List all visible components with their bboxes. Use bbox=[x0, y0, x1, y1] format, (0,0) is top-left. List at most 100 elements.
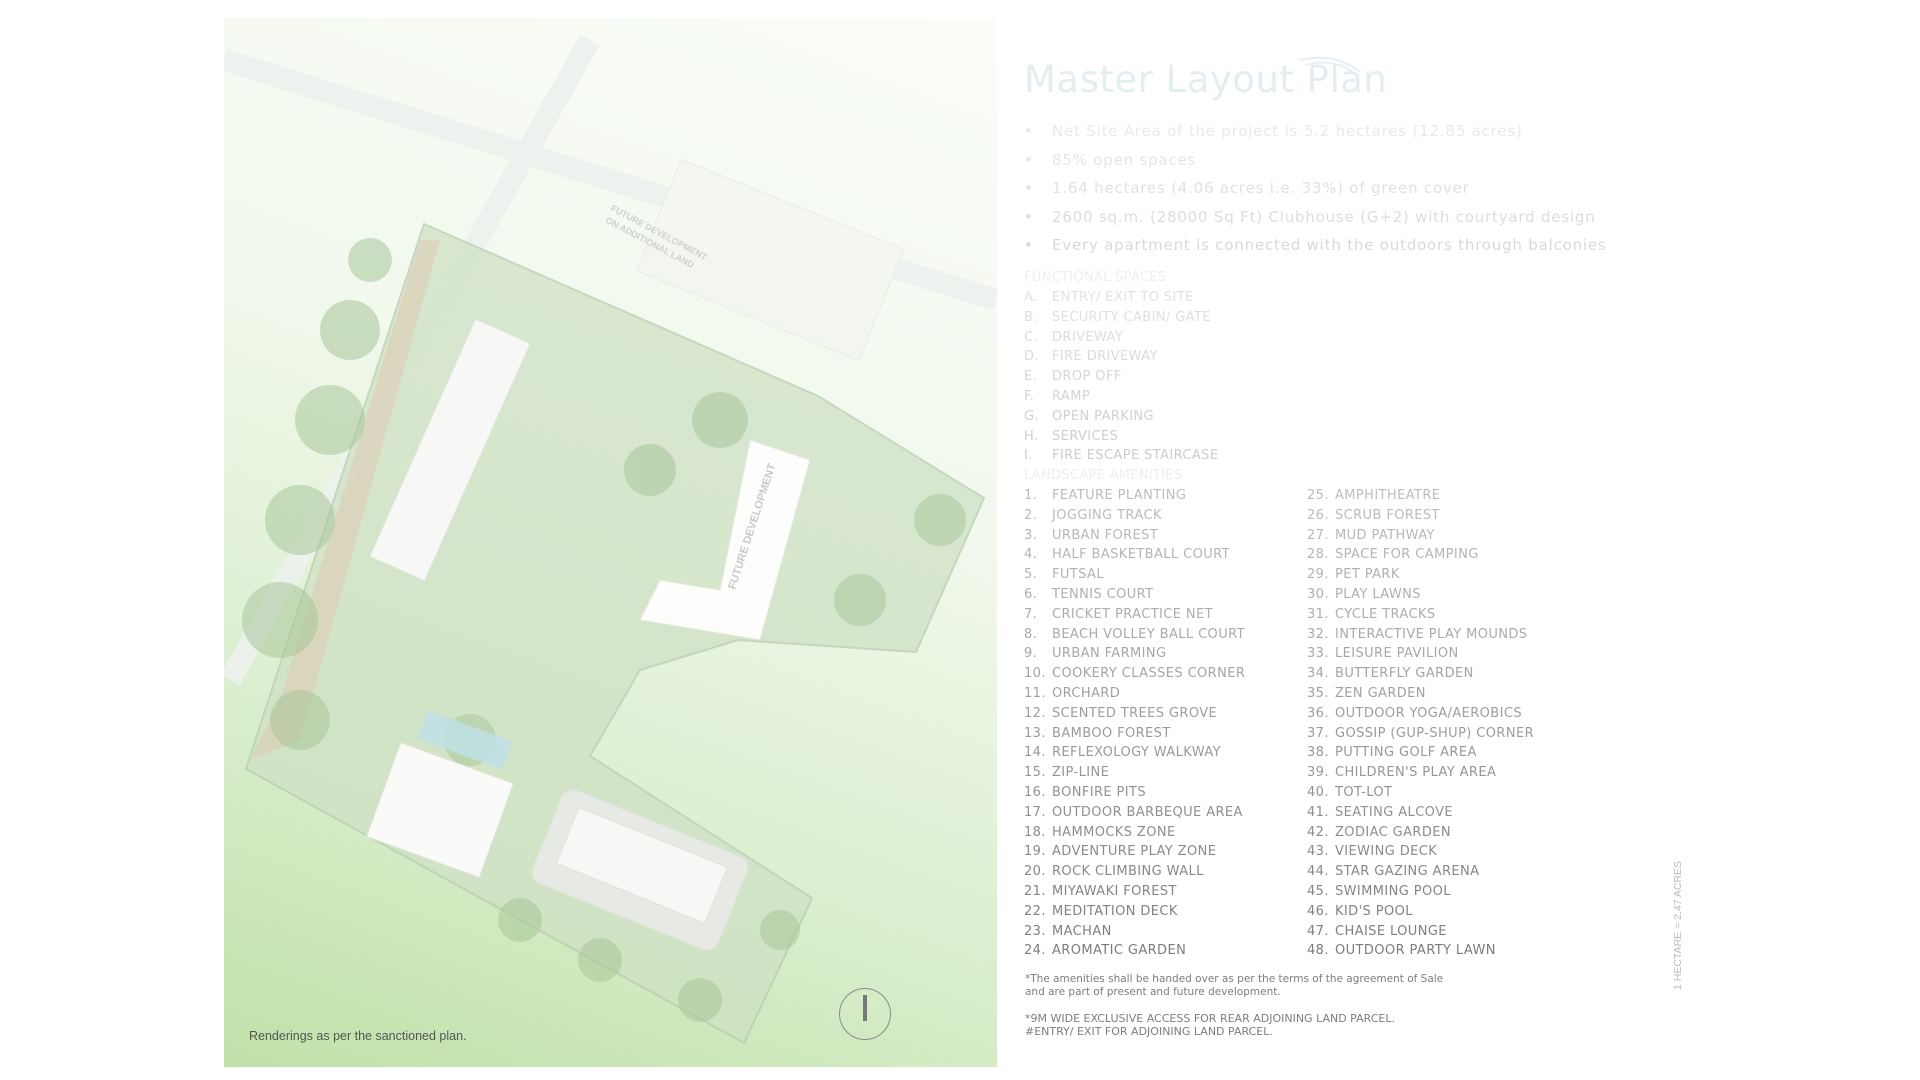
bullet-icon: • bbox=[1024, 207, 1034, 226]
item-code: I. bbox=[1024, 448, 1033, 464]
functional-space-item: I. FIRE ESCAPE STAIRCASE bbox=[1024, 448, 1218, 464]
item-number: 13. bbox=[1024, 725, 1046, 741]
item-label: TOT-LOT bbox=[1335, 785, 1393, 800]
swoosh-icon bbox=[1299, 56, 1361, 77]
item-label: JOGGING TRACK bbox=[1052, 507, 1162, 523]
item-label: INTERACTIVE PLAY MOUNDS bbox=[1335, 626, 1528, 642]
item-number: 6. bbox=[1024, 587, 1038, 602]
functional-spaces-heading: FUNCTIONAL SPACES bbox=[1024, 270, 1167, 285]
access-footnote: *9M WIDE EXCLUSIVE ACCESS FOR REAR ADJOI… bbox=[1025, 1012, 1395, 1038]
item-number: 14. bbox=[1024, 745, 1046, 761]
landscape-amenities-heading: LANDSCAPE AMENITIES bbox=[1024, 468, 1183, 483]
item-code: E. bbox=[1024, 369, 1038, 385]
functional-space-item: G. OPEN PARKING bbox=[1024, 409, 1154, 425]
item-label: BEACH VOLLEY BALL COURT bbox=[1052, 626, 1245, 642]
item-number: 33. bbox=[1307, 646, 1329, 662]
item-number: 36. bbox=[1307, 705, 1329, 721]
item-number: 37. bbox=[1307, 725, 1329, 741]
item-number: 19. bbox=[1024, 844, 1046, 860]
additional-land-plot bbox=[635, 158, 905, 362]
functional-space-item: B.SECURITY CABIN/ GATE bbox=[1024, 310, 1211, 326]
item-number: 7. bbox=[1024, 606, 1038, 622]
highlight-item: • 1.64 hectares (4.06 acres i.e. 33%) of … bbox=[1024, 179, 1470, 197]
residential-towers bbox=[369, 318, 749, 951]
item-label: FUTSAL bbox=[1052, 567, 1104, 583]
item-label: DRIVEWAY bbox=[1052, 329, 1124, 345]
item-number: 48. bbox=[1307, 943, 1329, 959]
item-number: 24. bbox=[1024, 943, 1046, 959]
item-number: 35. bbox=[1307, 686, 1329, 701]
bullet-icon: • bbox=[1024, 236, 1034, 255]
item-label: FIRE DRIVEWAY bbox=[1052, 349, 1158, 365]
highlight-text: 85% open spaces bbox=[1052, 150, 1197, 169]
functional-space-item: E. DROP OFF bbox=[1024, 369, 1122, 385]
north-arrow-icon bbox=[839, 988, 891, 1040]
highlight-item: •85% open spaces bbox=[1024, 151, 1196, 169]
item-label: SPACE FOR CAMPING bbox=[1335, 547, 1479, 563]
amenity-item: 23.MACHAN bbox=[1024, 924, 1112, 940]
boundary-strip bbox=[250, 240, 440, 760]
item-label: LEISURE PAVILION bbox=[1335, 646, 1459, 662]
footnote-line: #ENTRY/ EXIT FOR ADJOINING LAND PARCEL. bbox=[1025, 1025, 1273, 1038]
item-label: COOKERY CLASSES CORNER bbox=[1052, 666, 1246, 682]
amenity-item: 3. URBAN FOREST bbox=[1024, 528, 1158, 544]
highlight-text: 1.64 hectares (4.06 acres i.e. 33%) of g… bbox=[1052, 179, 1470, 198]
item-label: FEATURE PLANTING bbox=[1052, 488, 1187, 503]
item-label: URBAN FOREST bbox=[1052, 527, 1159, 543]
amenity-item: 35. ZEN GARDEN bbox=[1307, 686, 1426, 702]
item-code: G. bbox=[1024, 408, 1040, 424]
amenity-item: 7.CRICKET PRACTICE NET bbox=[1024, 607, 1213, 623]
item-number: 23. bbox=[1024, 923, 1046, 939]
amenity-item: 43.VIEWING DECK bbox=[1307, 844, 1437, 860]
item-number: 3. bbox=[1024, 527, 1038, 543]
item-label: HAMMOCKS ZONE bbox=[1052, 824, 1176, 840]
amenity-item: 5.FUTSAL bbox=[1024, 567, 1104, 583]
item-label: ZODIAC GARDEN bbox=[1335, 824, 1452, 840]
amenity-item: 24.AROMATIC GARDEN bbox=[1024, 943, 1186, 959]
amenity-item: 38.PUTTING GOLF AREA bbox=[1307, 745, 1477, 761]
amenity-item: 27. MUD PATHWAY bbox=[1307, 528, 1435, 544]
item-label: OUTDOOR YOGA/AEROBICS bbox=[1335, 705, 1522, 721]
item-label: ZEN GARDEN bbox=[1335, 686, 1426, 701]
highlight-item: •Net Site Area of the project is 5.2 hec… bbox=[1024, 122, 1523, 140]
amenity-item: 39.CHILDREN'S PLAY AREA bbox=[1307, 765, 1496, 781]
item-label: OPEN PARKING bbox=[1052, 408, 1155, 424]
functional-space-item: H.SERVICES bbox=[1024, 429, 1118, 445]
item-label: FIRE ESCAPE STAIRCASE bbox=[1052, 448, 1219, 464]
site-plan-drawing: FUTURE DEVELOPMENT FUTURE DEVELOPMENT ON… bbox=[224, 34, 997, 1045]
bullet-icon: • bbox=[1024, 179, 1034, 198]
item-label: MIYAWAKI FOREST bbox=[1052, 884, 1177, 899]
amenity-item: 19.ADVENTURE PLAY ZONE bbox=[1024, 844, 1216, 860]
item-number: 1. bbox=[1024, 488, 1038, 503]
item-code: B. bbox=[1024, 309, 1038, 325]
item-number: 2. bbox=[1024, 507, 1038, 523]
amenity-item: 42. ZODIAC GARDEN bbox=[1307, 825, 1451, 841]
conversion-note: 1 HECTARE = 2.47 ACRES bbox=[1672, 860, 1684, 990]
item-label: URBAN FARMING bbox=[1052, 646, 1167, 662]
item-number: 42. bbox=[1307, 824, 1329, 840]
amenity-item: 15. ZIP-LINE bbox=[1024, 765, 1109, 781]
item-label: PLAY LAWNS bbox=[1335, 587, 1421, 602]
item-label: MUD PATHWAY bbox=[1335, 527, 1435, 543]
item-number: 32. bbox=[1307, 626, 1329, 642]
item-number: 38. bbox=[1307, 745, 1329, 761]
item-label: PET PARK bbox=[1335, 567, 1400, 583]
amenity-item: 12.SCENTED TREES GROVE bbox=[1024, 706, 1217, 722]
item-label: HALF BASKETBALL COURT bbox=[1052, 547, 1230, 563]
item-number: 27. bbox=[1307, 527, 1329, 543]
item-label: CYCLE TRACKS bbox=[1335, 606, 1436, 622]
item-label: GOSSIP (GUP-SHUP) CORNER bbox=[1335, 725, 1535, 741]
item-number: 20. bbox=[1024, 864, 1046, 880]
item-number: 15. bbox=[1024, 765, 1046, 781]
item-label: DROP OFF bbox=[1052, 369, 1122, 385]
item-number: 9. bbox=[1024, 646, 1038, 662]
item-label: ZIP-LINE bbox=[1052, 765, 1110, 781]
amenity-item: 34.BUTTERFLY GARDEN bbox=[1307, 666, 1474, 682]
amenity-item: 32. INTERACTIVE PLAY MOUNDS bbox=[1307, 627, 1527, 643]
item-label: RAMP bbox=[1052, 389, 1091, 404]
master-plan-map: FUTURE DEVELOPMENT FUTURE DEVELOPMENT ON… bbox=[224, 18, 997, 1067]
item-number: 17. bbox=[1024, 804, 1046, 820]
item-number: 47. bbox=[1307, 923, 1329, 939]
item-number: 40. bbox=[1307, 785, 1329, 800]
item-number: 11. bbox=[1024, 686, 1046, 701]
